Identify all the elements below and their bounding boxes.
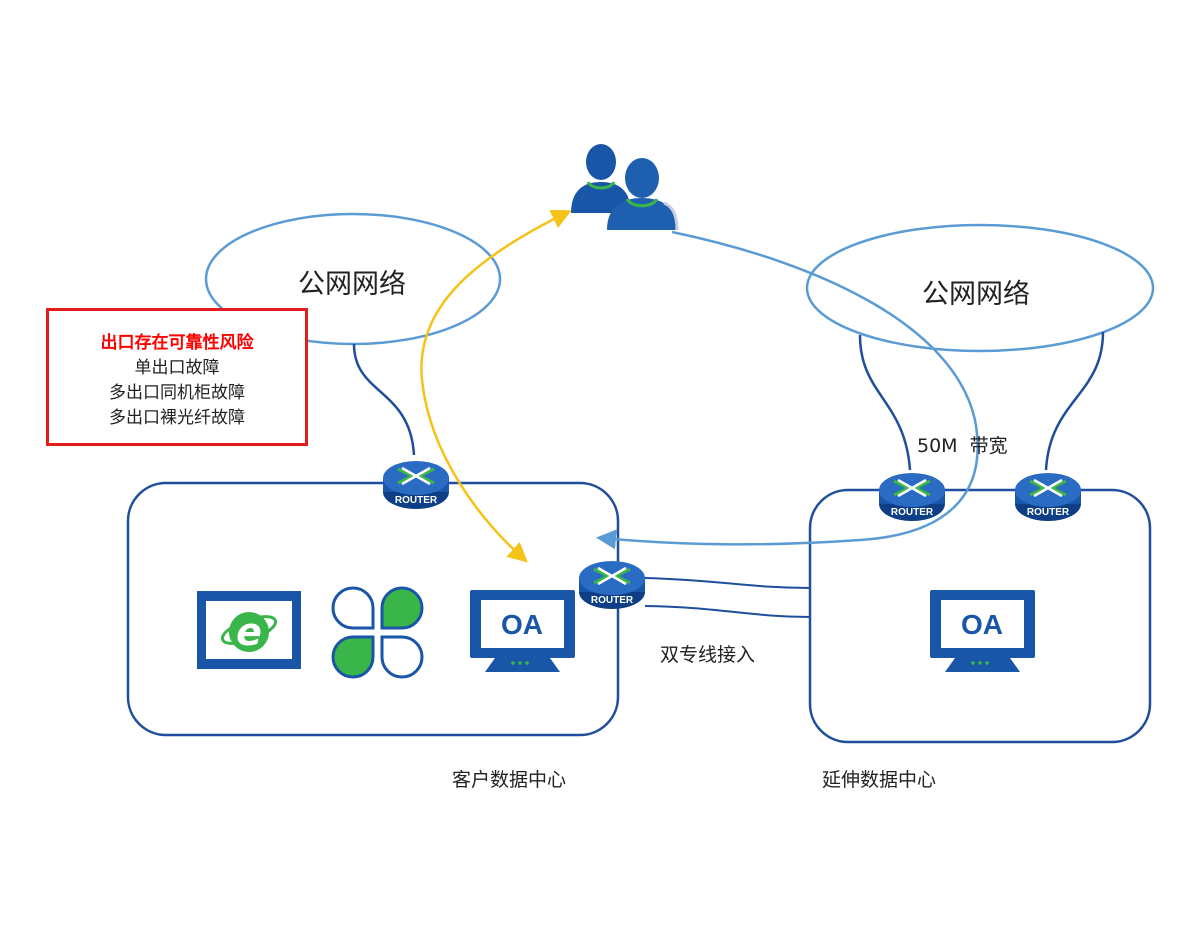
oa-right-text: OA <box>961 609 1003 640</box>
left-cloud-label: 公网网络 <box>298 269 406 300</box>
router-label: ROUTER <box>591 595 634 606</box>
oa-monitor-icon <box>930 590 1035 672</box>
left-cloud-router-link <box>352 343 416 456</box>
user-access-path-yellow <box>420 210 572 563</box>
right-cloud-label: 公网网络 <box>922 279 1030 310</box>
bandwidth-label: 50M 带宽 <box>917 435 1008 457</box>
risk-item: 多出口同机柜故障 <box>109 383 245 403</box>
customer-dc-label: 客户数据中心 <box>452 769 567 791</box>
risk-item: 多出口裸光纤故障 <box>109 408 245 428</box>
right-public-network-cloud <box>805 223 1155 353</box>
ie-glyph: e <box>236 610 262 654</box>
ie-browser-icon <box>197 591 301 669</box>
router-label: ROUTER <box>1027 507 1070 518</box>
extended-dc-label: 延伸数据中心 <box>822 769 937 791</box>
customer-dc-box <box>126 481 620 737</box>
dedicated-line-1 <box>644 577 811 589</box>
users-icon <box>571 144 679 231</box>
router-label: ROUTER <box>395 495 438 506</box>
oa-monitor-icon <box>470 590 575 672</box>
clover-app-icon <box>331 586 424 679</box>
right-cloud-router-link-1 <box>858 334 912 471</box>
reliability-risk-box: 出口存在可靠性风险 单出口故障 多出口同机柜故障 多出口裸光纤故障 <box>46 308 308 446</box>
user-access-path-blue <box>596 230 979 550</box>
dual-line-label: 双专线接入 <box>660 644 756 666</box>
oa-left-text: OA <box>501 609 543 640</box>
right-cloud-router-link-2 <box>1044 331 1105 471</box>
risk-item: 单出口故障 <box>134 358 220 378</box>
router-label: ROUTER <box>891 507 934 518</box>
risk-title: 出口存在可靠性风险 <box>100 333 254 353</box>
dedicated-line-2 <box>644 605 811 618</box>
